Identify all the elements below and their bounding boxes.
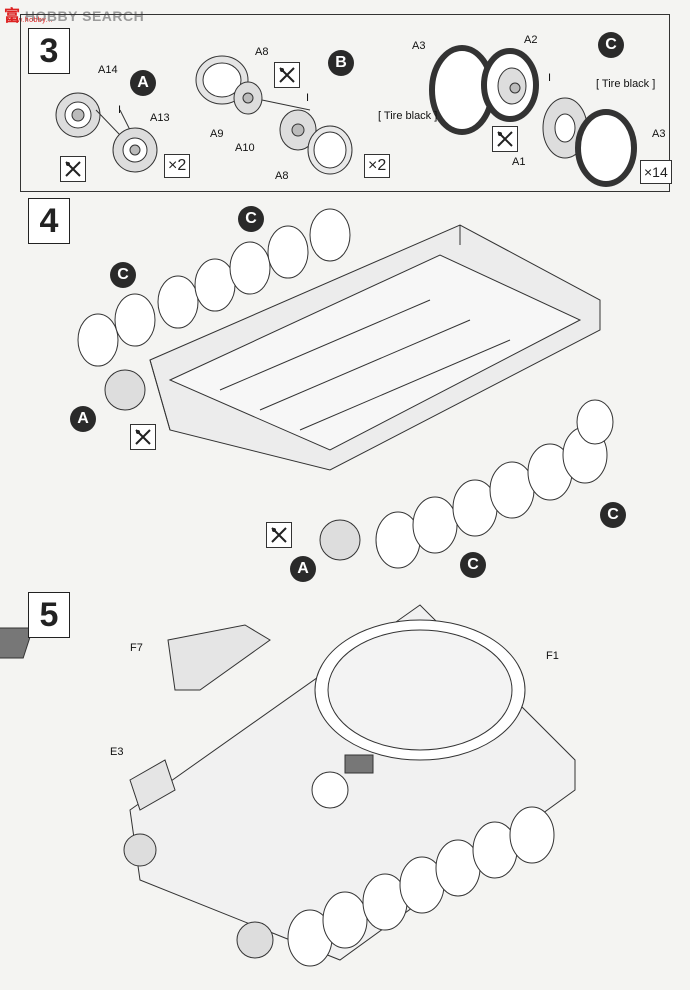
part-label-a2: A2 xyxy=(524,34,538,46)
part-label-i: I xyxy=(118,104,122,116)
part-label-a13: A13 xyxy=(150,112,170,124)
step5-hull-drawing xyxy=(0,604,576,961)
callout-a-left: A xyxy=(70,406,96,432)
idler-a10-a8-drawing xyxy=(279,109,353,175)
roadwheel-a3-a2-drawing xyxy=(429,45,539,135)
watermark: 富 HOBBY SEARCH www.hobby... xyxy=(4,2,144,26)
sprocket-a13-drawing xyxy=(112,127,158,173)
cement-icon-step4-left xyxy=(130,424,156,450)
cement-icon-step4-bottom xyxy=(266,522,292,548)
watermark-sub: www.hobby... xyxy=(6,17,54,24)
subassembly-b-marker: B xyxy=(328,50,354,76)
tire-black-note-right: [ Tire black ] xyxy=(596,78,656,90)
part-label-a9: A9 xyxy=(210,128,224,140)
part-label-e3: E3 xyxy=(110,746,124,758)
step-number-3: 3 xyxy=(28,28,70,74)
part-label-a3-bottom: A3 xyxy=(652,128,666,140)
watermark-prefix: 富 xyxy=(4,8,21,25)
roadwheel-a1-a3-drawing xyxy=(542,97,637,187)
multiplier-c: ×14 xyxy=(640,160,672,184)
step-number-4: 4 xyxy=(28,198,70,244)
callout-c-right: C xyxy=(600,502,626,528)
part-label-a10: A10 xyxy=(235,142,255,154)
part-label-i-c: I xyxy=(548,72,552,84)
part-label-i-b: I xyxy=(306,92,310,104)
subassembly-a-marker: A xyxy=(130,70,156,96)
part-label-a1: A1 xyxy=(512,156,526,168)
part-label-a8-top: A8 xyxy=(255,46,269,58)
sprocket-a14-drawing xyxy=(55,92,131,138)
tire-black-note-left: [ Tire black ] xyxy=(378,110,438,122)
watermark-text: HOBBY SEARCH xyxy=(24,8,145,24)
callout-c-top: C xyxy=(238,206,264,232)
part-label-a14: A14 xyxy=(98,64,118,76)
cement-icon-c xyxy=(492,126,518,152)
step4-upper-wheels-drawing xyxy=(77,208,351,367)
step4-lower-wheels-drawing xyxy=(375,399,614,569)
part-label-f1: F1 xyxy=(546,650,559,662)
step-number-5: 5 xyxy=(28,592,70,638)
callout-a-bottom: A xyxy=(290,556,316,582)
subassembly-c-marker: C xyxy=(598,32,624,58)
multiplier-b: ×2 xyxy=(364,154,391,178)
part-label-f7: F7 xyxy=(130,642,143,654)
step5-wheels-drawing xyxy=(123,806,555,967)
step4-hull-drawing xyxy=(149,224,601,471)
cement-icon xyxy=(60,156,86,182)
part-label-a8-bottom: A8 xyxy=(275,170,289,182)
multiplier-a: ×2 xyxy=(164,154,191,178)
cement-icon-b xyxy=(274,62,300,88)
callout-c-left: C xyxy=(110,262,136,288)
part-label-a3-top: A3 xyxy=(412,40,426,52)
idler-a8-a9-drawing xyxy=(195,55,311,115)
step3-frame xyxy=(20,14,670,192)
callout-c-bottom: C xyxy=(460,552,486,578)
step4-sprockets-drawing xyxy=(104,369,361,561)
